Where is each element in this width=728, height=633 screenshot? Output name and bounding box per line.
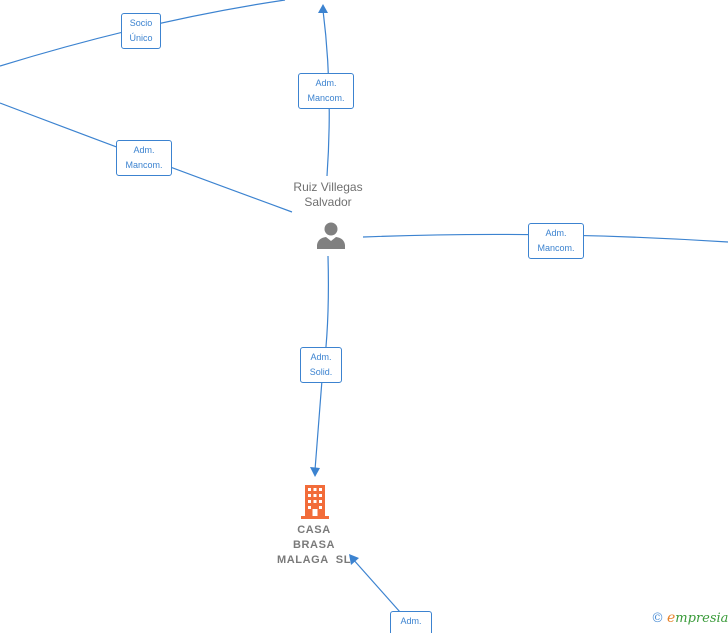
person-silhouette-icon-svg [317, 222, 345, 249]
relation-label-adm-solid[interactable]: Adm. Solid. [300, 347, 342, 383]
building-icon[interactable] [300, 484, 330, 525]
relation-label-line2: Mancom. [307, 93, 345, 103]
relation-label-line1: Adm. [133, 145, 155, 155]
relation-label-line2: Mancom. [125, 160, 163, 170]
brand-initial: e [667, 610, 676, 626]
relation-label-line2: Único [129, 33, 153, 43]
relation-label-adm-top[interactable]: Adm. Mancom. [298, 73, 354, 109]
relation-label-line1: Adm. [310, 352, 332, 362]
relation-label-adm-bottom[interactable]: Adm. [390, 611, 432, 633]
relation-label-line1: Socio [129, 18, 153, 28]
arrowhead-company [310, 467, 320, 477]
person-name-line2: Salvador [304, 195, 352, 209]
company-name-line2: BRASA [292, 539, 336, 551]
relation-label-adm-left[interactable]: Adm. Mancom. [116, 140, 172, 176]
brand-name: mpresia [675, 611, 728, 626]
person-silhouette-icon[interactable] [316, 220, 346, 255]
empresia-watermark: ©empresia [651, 610, 728, 626]
edge-adm-bottom [351, 557, 401, 613]
relation-label-line1: Adm. [315, 78, 337, 88]
arrowhead-top [318, 4, 328, 13]
person-name[interactable]: Ruiz Villegas Salvador [268, 180, 388, 210]
copyright-symbol: © [651, 611, 664, 626]
building-icon-svg [301, 485, 329, 519]
company-name-line3: MALAGA SL [276, 554, 352, 566]
relation-label-line1: Adm. [400, 616, 422, 626]
arrowhead-bottom [349, 554, 359, 565]
company-name-line1: CASA [297, 524, 331, 536]
relation-label-line2: Mancom. [537, 243, 575, 253]
relation-label-socio-unico[interactable]: Socio Único [121, 13, 161, 49]
company-name[interactable]: CASA BRASA MALAGA SL [262, 523, 366, 568]
relation-label-adm-right[interactable]: Adm. Mancom. [528, 223, 584, 259]
relation-label-line2: Solid. [309, 367, 333, 377]
relation-label-line1: Adm. [545, 228, 567, 238]
person-name-line1: Ruiz Villegas [293, 180, 363, 194]
